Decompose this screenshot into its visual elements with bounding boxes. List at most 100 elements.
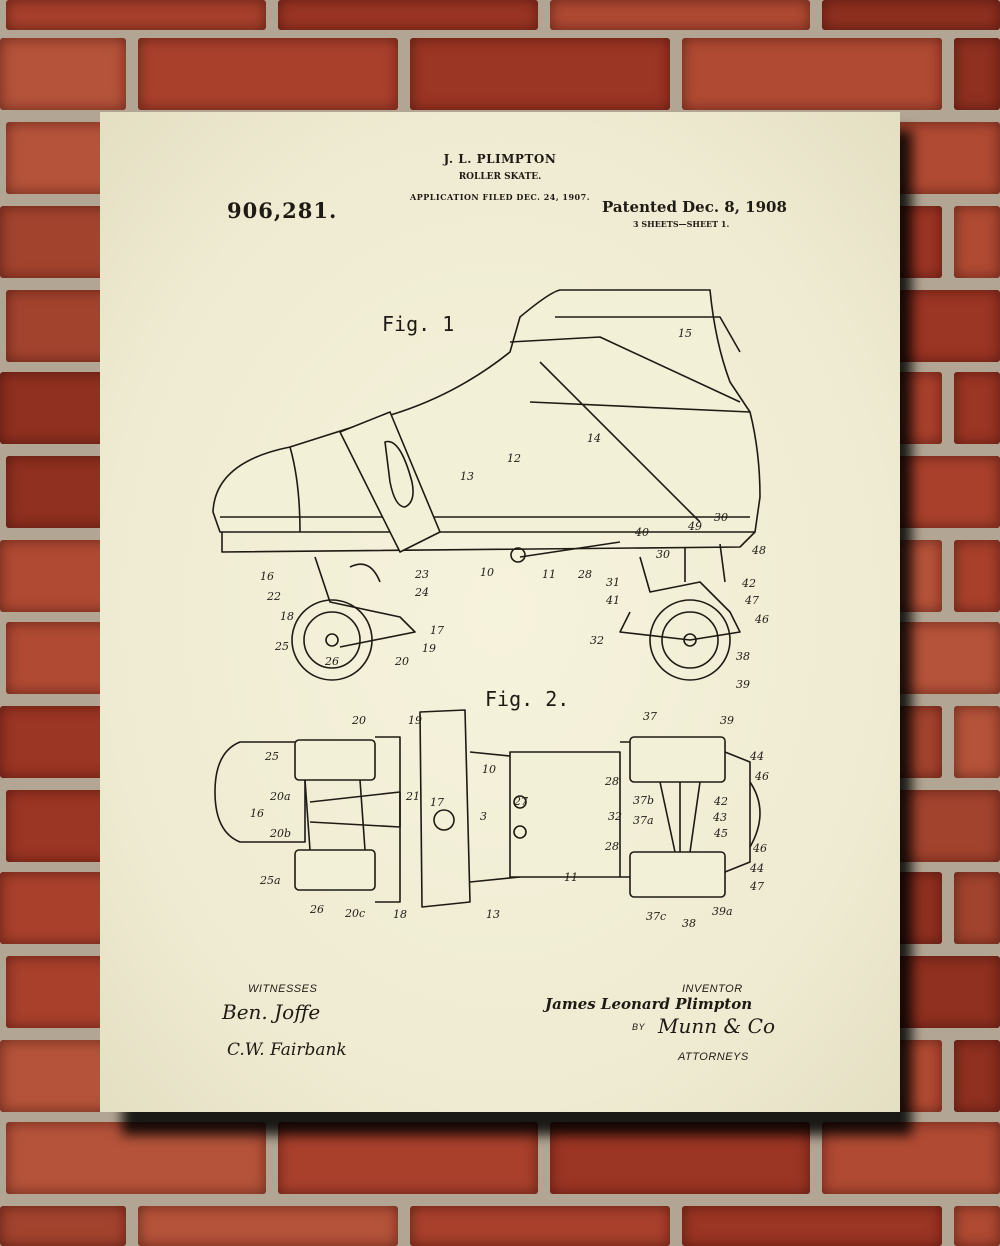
fig2-part-number: 46 xyxy=(754,770,769,783)
brick xyxy=(6,0,266,30)
fig2-part-number: 37 xyxy=(643,710,657,723)
fig2-part-number: 25a xyxy=(259,874,281,887)
fig1-part-number: 30 xyxy=(656,548,670,561)
brick xyxy=(954,1206,1000,1246)
brick xyxy=(0,1206,126,1246)
fig2-skate-bottom-view xyxy=(214,709,761,908)
fig2-part-number: 27 xyxy=(513,795,528,808)
fig2-part-number: 26 xyxy=(309,903,324,916)
fig1-part-number: 32 xyxy=(590,634,604,647)
fig1-part-number: 46 xyxy=(754,613,769,626)
fig1-part-number: 22 xyxy=(266,590,281,603)
fig2-part-number: 20a xyxy=(269,790,291,803)
fig2-part-number: 37b xyxy=(633,794,654,807)
brick xyxy=(954,540,1000,612)
witness-1-signature: Ben. Joffe xyxy=(222,1000,321,1024)
fig1-part-number: 30 xyxy=(714,511,728,524)
brick xyxy=(410,1206,670,1246)
fig1-part-number: 24 xyxy=(414,586,429,599)
fig1-part-number: 31 xyxy=(606,576,620,589)
fig1-part-number: 11 xyxy=(542,568,556,581)
fig2-part-number: 19 xyxy=(408,714,422,727)
fig2-part-number: 20c xyxy=(344,907,365,920)
fig2-part-number: 25 xyxy=(264,750,279,763)
brick xyxy=(954,706,1000,778)
fig1-part-number: 49 xyxy=(687,520,702,533)
fig2-part-number: 42 xyxy=(713,795,728,808)
brick xyxy=(550,0,810,30)
fig1-part-number: 19 xyxy=(422,642,436,655)
fig1-part-number: 26 xyxy=(324,655,339,668)
fig1-part-number: 39 xyxy=(736,678,750,691)
fig1-part-number: 12 xyxy=(507,452,521,465)
attorney-signature: Munn & Co xyxy=(658,1014,775,1038)
brick xyxy=(138,1206,398,1246)
fig1-label: Fig. 1 xyxy=(382,312,455,336)
fig2-part-number: 28 xyxy=(604,840,619,853)
sheet-count: 3 SHEETS—SHEET 1. xyxy=(633,219,730,229)
patent-poster: J. L. PLIMPTON ROLLER SKATE. APPLICATION… xyxy=(100,112,900,1112)
patented-date: Patented Dec. 8, 1908 xyxy=(602,198,787,216)
witness-2-signature: C.W. Fairbank xyxy=(227,1040,347,1060)
fig2-part-number: 38 xyxy=(682,917,696,930)
brick xyxy=(682,38,942,110)
fig2-part-number: 11 xyxy=(564,871,578,884)
fig2-part-number: 45 xyxy=(713,827,728,840)
fig1-part-number: 17 xyxy=(430,624,444,637)
fig2-label: Fig. 2. xyxy=(485,687,570,711)
by-label: BY xyxy=(632,1022,646,1032)
fig1-part-number: 25 xyxy=(274,640,289,653)
fig1-part-number: 23 xyxy=(414,568,429,581)
application-filed: APPLICATION FILED DEC. 24, 1907. xyxy=(410,192,590,202)
patent-number: 906,281. xyxy=(227,198,338,223)
brick xyxy=(954,372,1000,444)
fig1-part-number: 20 xyxy=(394,655,409,668)
brick xyxy=(954,872,1000,944)
fig2-part-number: 47 xyxy=(749,880,764,893)
brick xyxy=(954,38,1000,110)
fig2-part-number: 46 xyxy=(752,842,767,855)
fig1-part-number: 13 xyxy=(460,470,474,483)
fig1-part-number: 16 xyxy=(260,570,274,583)
brick xyxy=(278,0,538,30)
fig2-part-number: 10 xyxy=(482,763,496,776)
patent-title: ROLLER SKATE. xyxy=(458,172,542,182)
fig2-part-number: 16 xyxy=(250,807,264,820)
fig1-part-number: 40 xyxy=(634,526,649,539)
fig2-part-number: 37c xyxy=(646,910,666,923)
inventor-signature: James Leonard Plimpton xyxy=(545,995,753,1013)
brick xyxy=(822,0,1000,30)
attorneys-label: ATTORNEYS xyxy=(678,1051,749,1063)
fig2-part-number: 39a xyxy=(712,905,733,918)
brick xyxy=(410,38,670,110)
brick xyxy=(954,1040,1000,1112)
fig1-part-number: 41 xyxy=(605,594,620,607)
fig2-part-number: 3 xyxy=(480,810,487,823)
brick xyxy=(954,206,1000,278)
fig2-part-number: 17 xyxy=(430,796,444,809)
witnesses-label: WITNESSES xyxy=(248,983,318,995)
fig2-part-number: 21 xyxy=(405,790,420,803)
fig2-part-number: 39 xyxy=(720,714,734,727)
fig1-part-number: 42 xyxy=(741,577,756,590)
fig2-part-number: 37a xyxy=(633,814,654,827)
fig1-skate-side-view xyxy=(212,289,761,681)
fig2-part-number: 18 xyxy=(393,908,407,921)
fig1-part-number: 18 xyxy=(280,610,294,623)
fig2-part-number: 20b xyxy=(269,827,291,840)
fig2-part-number: 44 xyxy=(749,750,764,763)
fig1-part-number: 47 xyxy=(744,594,759,607)
fig1-part-number: 10 xyxy=(480,566,494,579)
brick xyxy=(138,38,398,110)
fig1-part-number: 15 xyxy=(678,327,692,340)
inventor-label: INVENTOR xyxy=(682,983,743,995)
fig2-part-number: 13 xyxy=(486,908,500,921)
inventor-header: J. L. PLIMPTON xyxy=(443,152,557,166)
fig2-part-number: 32 xyxy=(608,810,622,823)
fig2-part-number: 44 xyxy=(749,862,764,875)
fig1-part-number: 28 xyxy=(577,568,592,581)
fig2-part-number: 43 xyxy=(712,811,727,824)
brick xyxy=(682,1206,942,1246)
fig2-part-number: 28 xyxy=(604,775,619,788)
